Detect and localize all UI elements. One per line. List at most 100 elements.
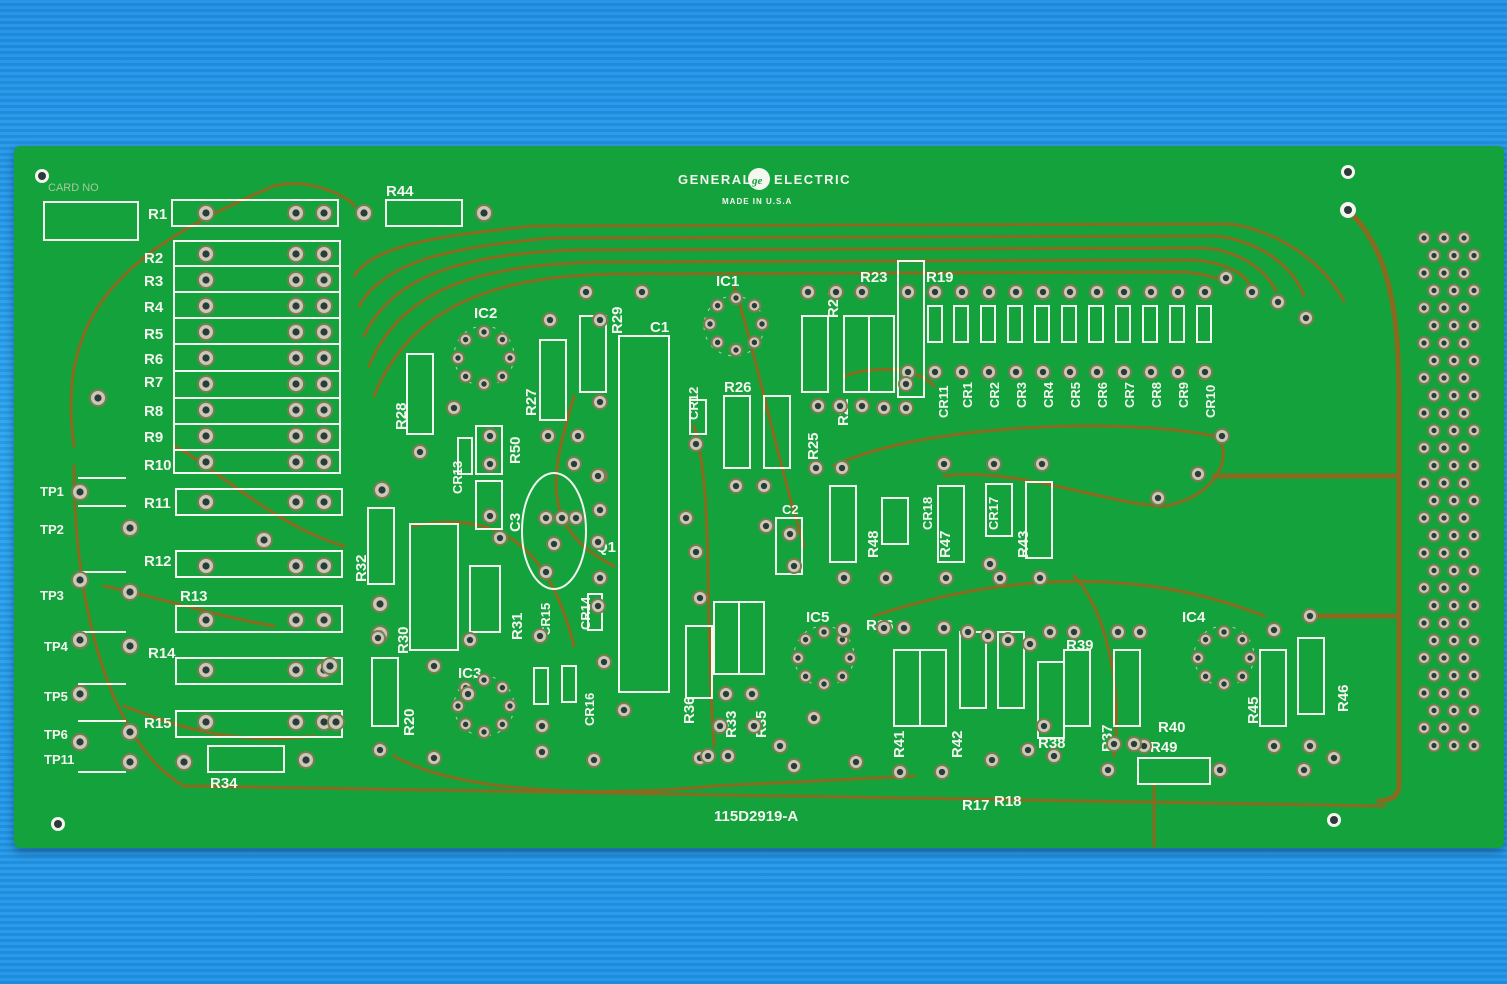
pad-hole: [202, 616, 210, 624]
edge-pad-hole: [1441, 305, 1447, 311]
pad-hole: [486, 460, 494, 468]
pad-hole: [76, 576, 84, 584]
label-cr3: CR3: [1014, 382, 1029, 408]
pad-hole: [1174, 368, 1182, 376]
pad-hole: [462, 721, 469, 728]
label-r50: R50: [507, 436, 524, 464]
label-cr2: CR2: [987, 382, 1002, 408]
edge-pad-hole: [1431, 637, 1437, 644]
pad-hole: [810, 714, 818, 722]
pad-hole: [821, 629, 827, 635]
pad-hole: [202, 302, 210, 310]
pad-hole: [802, 673, 809, 680]
label-ic5: IC5: [806, 609, 829, 626]
label-r39: R39: [1066, 637, 1094, 654]
label-c2: C2: [782, 502, 799, 517]
label-r20: R20: [401, 708, 418, 736]
pad-hole: [496, 534, 504, 542]
pad-hole: [332, 718, 340, 726]
pad-hole: [1201, 288, 1209, 296]
label-r1: R1: [148, 206, 167, 223]
pad-hole: [292, 354, 300, 362]
pad-hole: [1201, 368, 1209, 376]
pad-hole: [450, 404, 458, 412]
pad-hole: [836, 402, 844, 410]
label-r47: R47: [937, 530, 954, 558]
edge-pad-hole: [1431, 322, 1437, 329]
pad-hole: [180, 758, 188, 766]
label-r48: R48: [865, 530, 882, 558]
pad-hole: [260, 536, 268, 544]
label-r34: R34: [210, 775, 238, 792]
pad-hole: [542, 514, 550, 522]
edge-pad-hole: [1421, 550, 1427, 556]
pad-hole: [594, 472, 602, 480]
pad-hole: [292, 718, 300, 726]
card-number-label: CARD NO: [48, 182, 99, 194]
manufacturer-name-right: ELECTRIC: [774, 172, 851, 187]
pad-hole: [776, 742, 784, 750]
pad-hole: [455, 355, 461, 361]
edge-pad-hole: [1471, 602, 1477, 609]
pad-hole: [1012, 368, 1020, 376]
label-r32: R32: [353, 554, 370, 582]
pad-hole: [733, 347, 739, 353]
pad-hole: [202, 328, 210, 336]
pad-hole: [507, 355, 513, 361]
edge-pad-hole: [1441, 620, 1447, 626]
pad-hole: [795, 655, 801, 661]
edge-pad-hole: [1451, 287, 1457, 294]
edge-pad-hole: [1461, 480, 1467, 486]
pad-hole: [466, 636, 474, 644]
label-ic3: IC3: [458, 665, 481, 682]
label-r26: R26: [724, 379, 752, 396]
pad-hole: [1221, 681, 1227, 687]
pad-hole: [320, 302, 328, 310]
label-r40: R40: [1158, 719, 1186, 736]
edge-pad-hole: [1421, 235, 1427, 241]
pad-hole: [1114, 628, 1122, 636]
edge-pad-hole: [1451, 497, 1457, 504]
pad-hole: [536, 632, 544, 640]
pad-hole: [570, 460, 578, 468]
label-r46: R46: [1335, 684, 1352, 712]
label-r17: R17: [962, 797, 990, 814]
pad-hole: [814, 402, 822, 410]
pad-hole: [126, 728, 134, 736]
label-r42: R42: [949, 730, 966, 758]
pad-hole: [462, 336, 469, 343]
pad-hole: [1039, 288, 1047, 296]
pad-hole: [638, 288, 646, 296]
pad-hole: [1302, 314, 1310, 322]
manufacturer-name-left: GENERAL: [678, 172, 752, 187]
circuit-board: GENERAL ge ELECTRIC MADE IN U.S.A 115D29…: [14, 146, 1504, 848]
pad-hole: [326, 662, 334, 670]
edge-connector: [1417, 231, 1481, 753]
edge-pad-hole: [1451, 252, 1457, 259]
edge-pad-hole: [1431, 532, 1437, 539]
pad-hole: [802, 636, 809, 643]
edge-pad-hole: [1471, 357, 1477, 364]
pad-hole: [839, 673, 846, 680]
pad-hole: [1270, 742, 1278, 750]
pad-hole: [292, 302, 300, 310]
part-number: 115D2919-A: [714, 808, 798, 825]
edge-pad-hole: [1461, 620, 1467, 626]
pad-hole: [455, 703, 461, 709]
edge-pad-hole: [1451, 672, 1457, 679]
pad-hole: [481, 381, 487, 387]
pad-hole: [704, 752, 712, 760]
label-r38: R38: [1038, 735, 1066, 752]
pad-hole: [958, 288, 966, 296]
pad-hole: [1093, 368, 1101, 376]
label-cr17: CR17: [986, 497, 1001, 530]
label-r2: R2: [144, 250, 163, 267]
edge-pad-hole: [1431, 672, 1437, 679]
pad-hole: [858, 402, 866, 410]
pad-hole: [1330, 754, 1338, 762]
mounting-holes: [35, 165, 1356, 831]
label-r28: R28: [393, 402, 410, 430]
pad-hole: [202, 562, 210, 570]
label-r11: R11: [144, 495, 171, 512]
pad-hole: [942, 574, 950, 582]
